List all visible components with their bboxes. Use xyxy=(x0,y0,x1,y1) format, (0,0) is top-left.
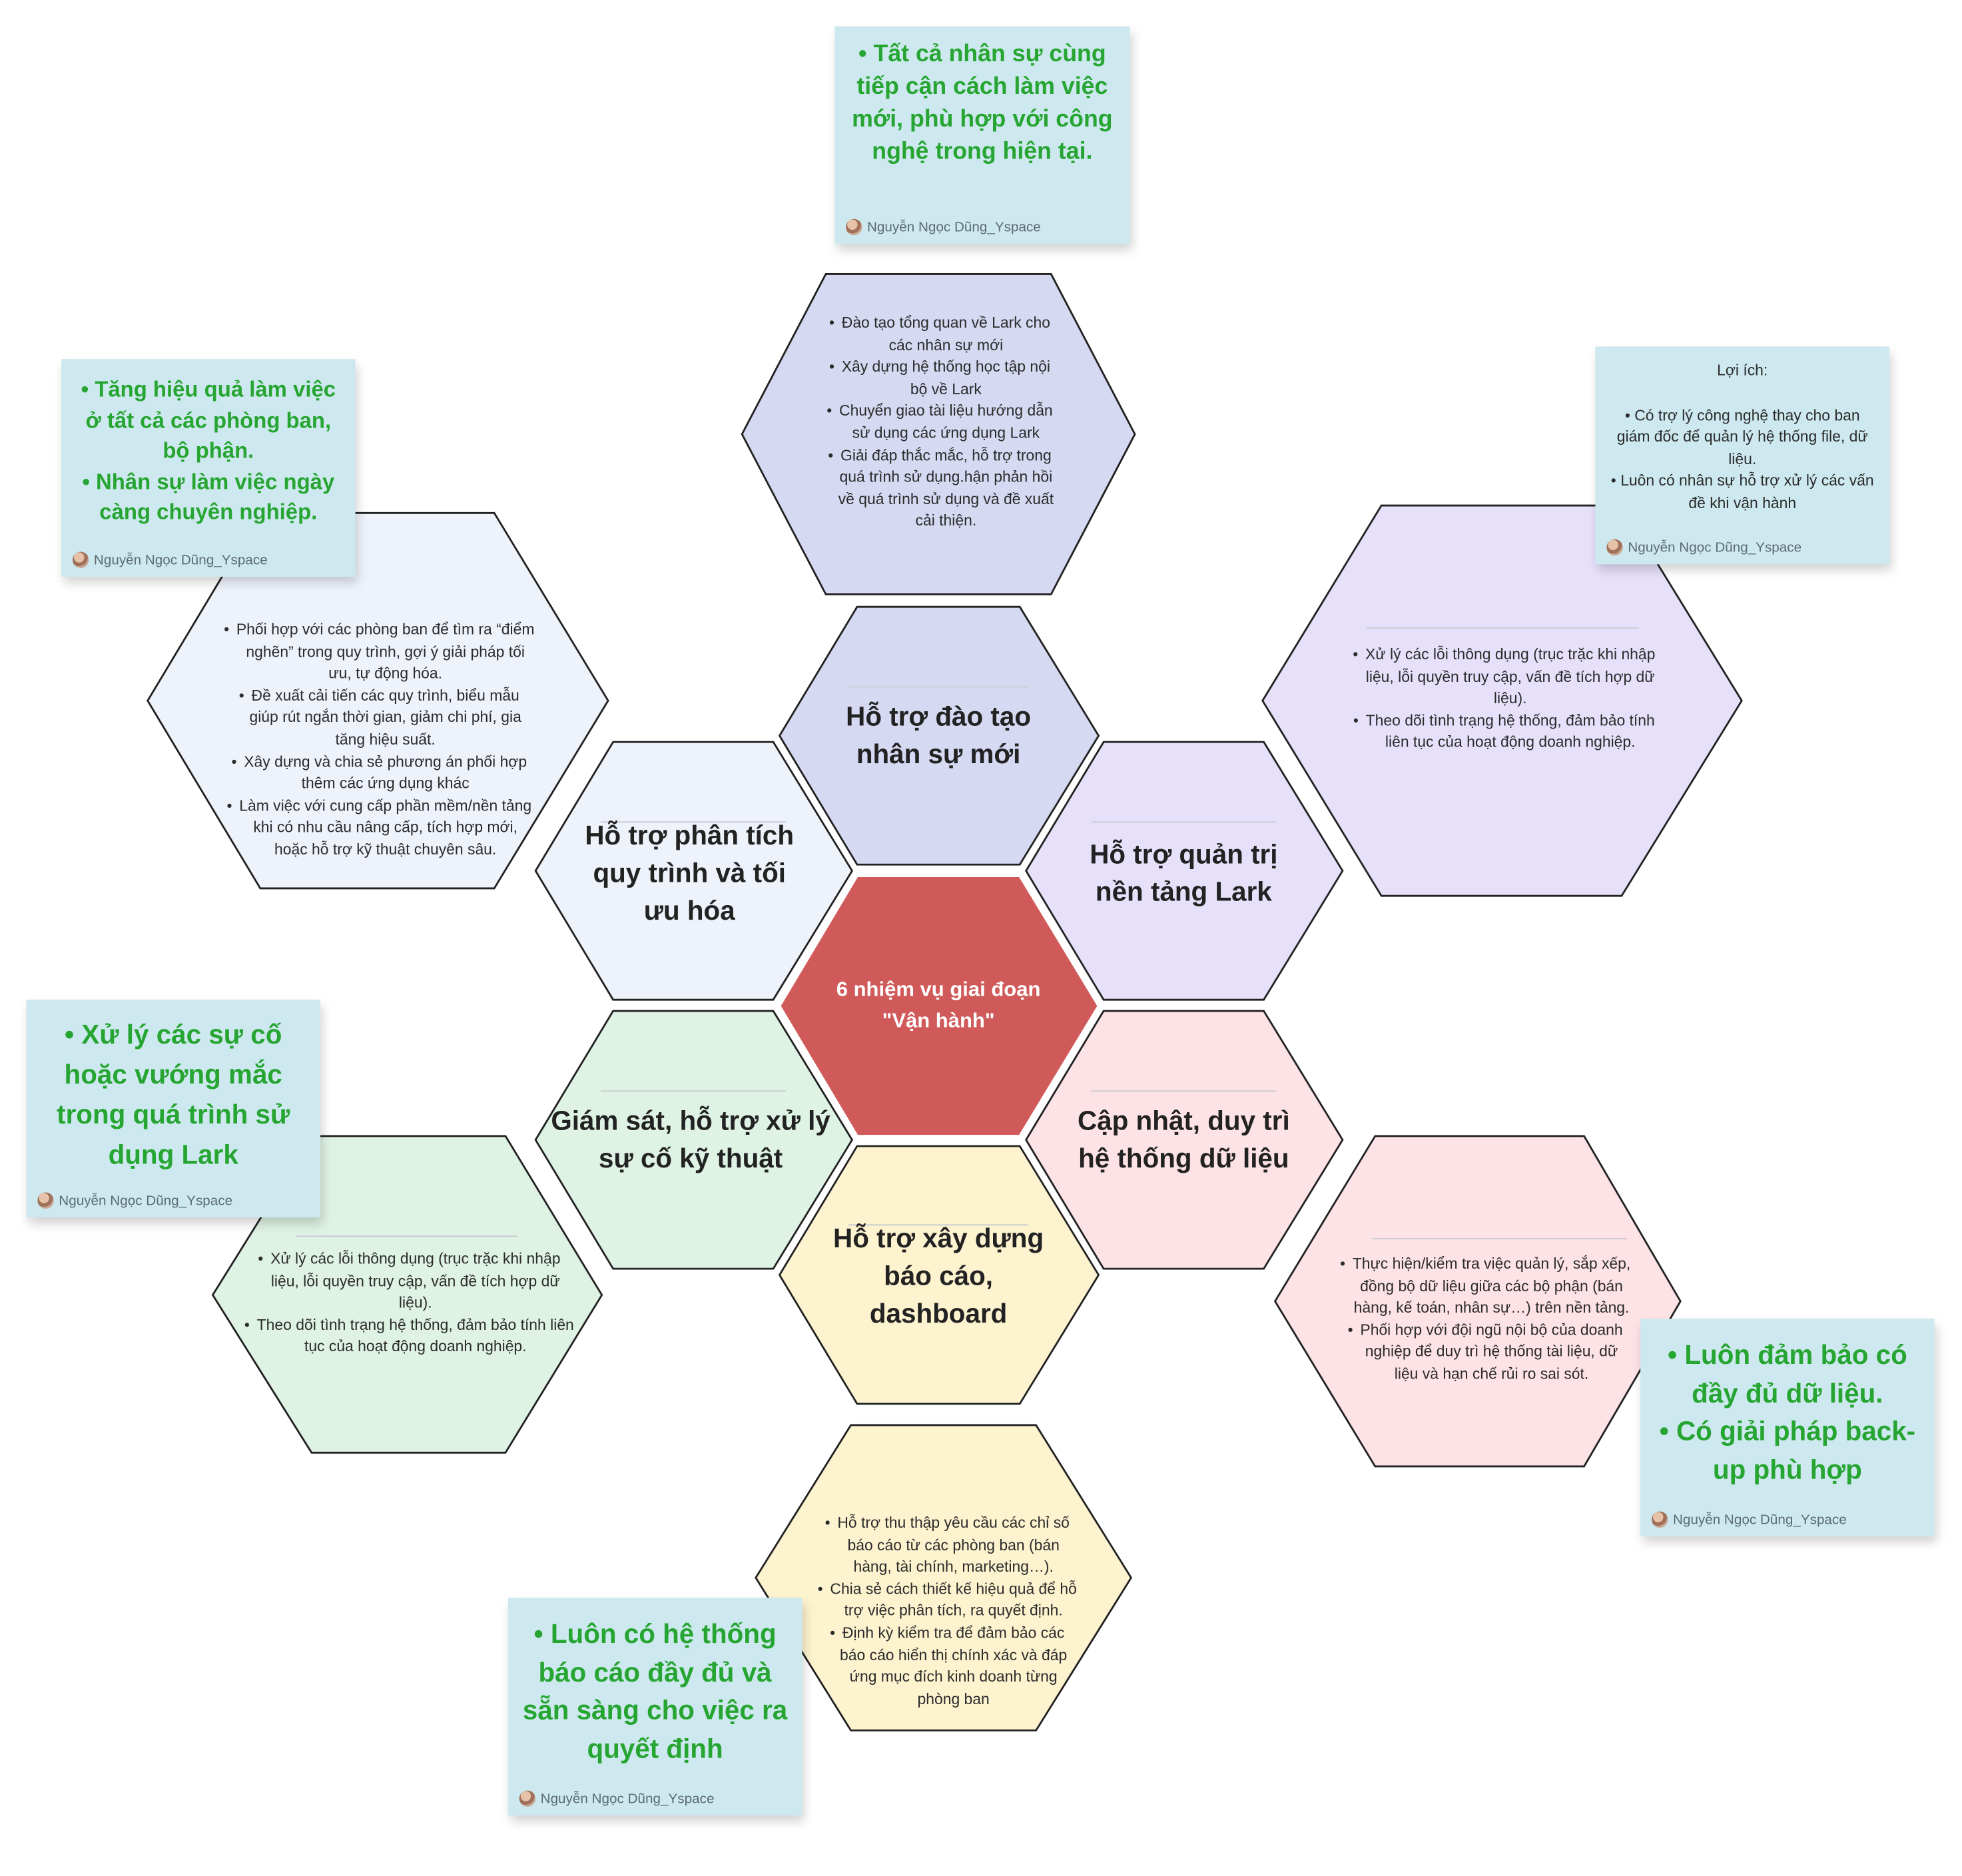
list-item: • Tăng hiệu quả làm việc ở tất cả các ph… xyxy=(81,376,336,464)
list-item: • Tất cả nhân sự cùng tiếp cận cách làm … xyxy=(852,41,1113,166)
detail-hex-lower-right[interactable] xyxy=(1273,1135,1682,1468)
list-item: •Theo dõi tình trạng hệ thống, đảm bảo t… xyxy=(1353,711,1655,751)
sticky-heading: Lợi ích: xyxy=(1717,361,1768,380)
list-item: • Luôn có hệ thống báo cáo đầy đủ và sẵn… xyxy=(522,1619,788,1764)
detail-text-top: •Đào tạo tổng quan về Lark cho các nhân … xyxy=(826,313,1058,533)
list-item: •Theo dõi tình trạng hệ thống, đảm bảo t… xyxy=(244,1316,574,1356)
hex-lower-right[interactable] xyxy=(1024,1010,1344,1270)
avatar xyxy=(519,1790,536,1807)
avatar xyxy=(1606,539,1623,556)
sticky-note-bottom[interactable]: • Luôn có hệ thống báo cáo đầy đủ và sẵn… xyxy=(507,1598,803,1816)
list-item: •Chia sẻ cách thiết kế hiệu quả để hỗ tr… xyxy=(817,1580,1077,1620)
list-item: •Xây dựng hệ thống học tập nội bộ về Lar… xyxy=(828,358,1050,398)
author-label: Nguyễn Ngọc Dũng_Yspace xyxy=(72,551,268,568)
list-item: •Xử lý các lỗi thông dụng (trục trặc khi… xyxy=(1353,645,1656,707)
list-item: •Xử lý các lỗi thông dụng (trục trặc khi… xyxy=(258,1249,561,1312)
detail-text-bottom: •Hỗ trợ thu thập yêu cầu các chỉ số báo … xyxy=(817,1512,1079,1710)
list-item: •Phối hợp với đội ngũ nội bộ của doanh n… xyxy=(1347,1321,1623,1383)
list-item: •Đào tạo tổng quan về Lark cho các nhân … xyxy=(828,314,1050,354)
author-label: Nguyễn Ngọc Dũng_Yspace xyxy=(1652,1511,1847,1528)
hex-title-top: Hỗ trợ đào tạo nhân sự mới xyxy=(846,702,1032,770)
hex-title-upper-left: Hỗ trợ phân tích quy trình và tối ưu hóa xyxy=(585,820,795,926)
detail-hex-bottom[interactable] xyxy=(755,1424,1133,1731)
list-item: •Định kỳ kiểm tra để đảm bảo các báo cáo… xyxy=(830,1624,1068,1708)
hex-upper-left[interactable] xyxy=(534,741,854,1001)
detail-hex-upper-left[interactable] xyxy=(147,511,609,890)
list-item: •Phối hợp với các phòng ban để tìm ra “đ… xyxy=(224,620,535,683)
sticky-note-lower-right[interactable]: • Luôn đảm bảo có đầy đủ dữ liệu. • Có g… xyxy=(1640,1319,1935,1537)
sticky-note-upper-right[interactable]: Lợi ích: • Có trợ lý công nghệ thay cho … xyxy=(1595,346,1889,565)
detail-hex-top[interactable] xyxy=(741,273,1136,595)
detail-text-lower-left: •Xử lý các lỗi thông dụng (trục trặc khi… xyxy=(244,1249,575,1359)
hex-top[interactable] xyxy=(778,605,1100,866)
hex-center[interactable] xyxy=(778,874,1100,1137)
author-label: Nguyễn Ngọc Dũng_Yspace xyxy=(1606,539,1801,556)
hex-title-bottom: Hỗ trợ xây dựng báo cáo, dashboard xyxy=(833,1223,1044,1329)
center-title: 6 nhiệm vụ giai đoạn "Vận hành" xyxy=(836,978,1041,1033)
hex-title-lower-left: Giám sát, hỗ trợ xử lý sự cố kỹ thuật xyxy=(551,1105,830,1174)
hex-title-upper-right: Hỗ trợ quản trị nền tảng Lark xyxy=(1090,839,1278,908)
detail-text-lower-right: •Thực hiện/kiểm tra việc quản lý, sắp xế… xyxy=(1339,1254,1632,1386)
avatar xyxy=(1652,1511,1668,1528)
avatar xyxy=(72,551,89,568)
author-label: Nguyễn Ngọc Dũng_Yspace xyxy=(846,218,1041,236)
list-item: • Luôn đảm bảo có đầy đủ dữ liệu. xyxy=(1667,1340,1907,1408)
list-item: •Xây dựng và chia sẻ phương án phối hợp … xyxy=(231,753,527,792)
avatar xyxy=(37,1192,54,1209)
hex-title-lower-right: Cập nhật, duy trì hệ thống dữ liệu xyxy=(1077,1105,1290,1174)
list-item: •Thực hiện/kiểm tra việc quản lý, sắp xế… xyxy=(1339,1255,1631,1317)
sticky-note-top[interactable]: • Tất cả nhân sự cùng tiếp cận cách làm … xyxy=(834,26,1130,244)
detail-text-upper-right: •Xử lý các lỗi thông dụng (trục trặc khi… xyxy=(1353,645,1667,755)
list-item: •Hỗ trợ thu thập yêu cầu các chỉ số báo … xyxy=(824,1514,1070,1576)
hex-upper-right[interactable] xyxy=(1024,741,1344,1001)
avatar xyxy=(846,218,862,236)
list-item: • Luôn có nhân sự hỗ trợ xử lý các vấn đ… xyxy=(1610,472,1874,512)
list-item: • Có giải pháp back-up phù hợp xyxy=(1659,1416,1916,1485)
hex-header-dividers xyxy=(296,627,1640,1239)
list-item: •Làm việc với cung cấp phần mềm/nền tảng… xyxy=(226,796,532,858)
list-item: •Đề xuất cải tiến các quy trình, biểu mẫ… xyxy=(238,687,521,749)
hex-bottom[interactable] xyxy=(778,1145,1100,1405)
list-item: • Xử lý các sự cố hoặc vướng mắc trong q… xyxy=(57,1020,290,1170)
list-item: • Nhân sự làm việc ngày càng chuyên nghi… xyxy=(82,468,335,525)
author-label: Nguyễn Ngọc Dũng_Yspace xyxy=(37,1192,232,1209)
list-item: •Giải đáp thắc mắc, hỗ trợ trong quá trì… xyxy=(828,446,1054,530)
list-item: • Có trợ lý công nghệ thay cho ban giám … xyxy=(1616,406,1868,468)
hex-lower-left[interactable] xyxy=(534,1010,854,1270)
detail-text-upper-left: •Phối hợp với các phòng ban để tìm ra “đ… xyxy=(224,619,535,862)
sticky-note-lower-left[interactable]: • Xử lý các sự cố hoặc vướng mắc trong q… xyxy=(26,1000,320,1218)
sticky-note-upper-left[interactable]: • Tăng hiệu quả làm việc ở tất cả các ph… xyxy=(61,359,356,577)
list-item: •Chuyển giao tài liệu hướng dẫn sử dụng … xyxy=(826,402,1053,442)
author-label: Nguyễn Ngọc Dũng_Yspace xyxy=(519,1790,714,1807)
